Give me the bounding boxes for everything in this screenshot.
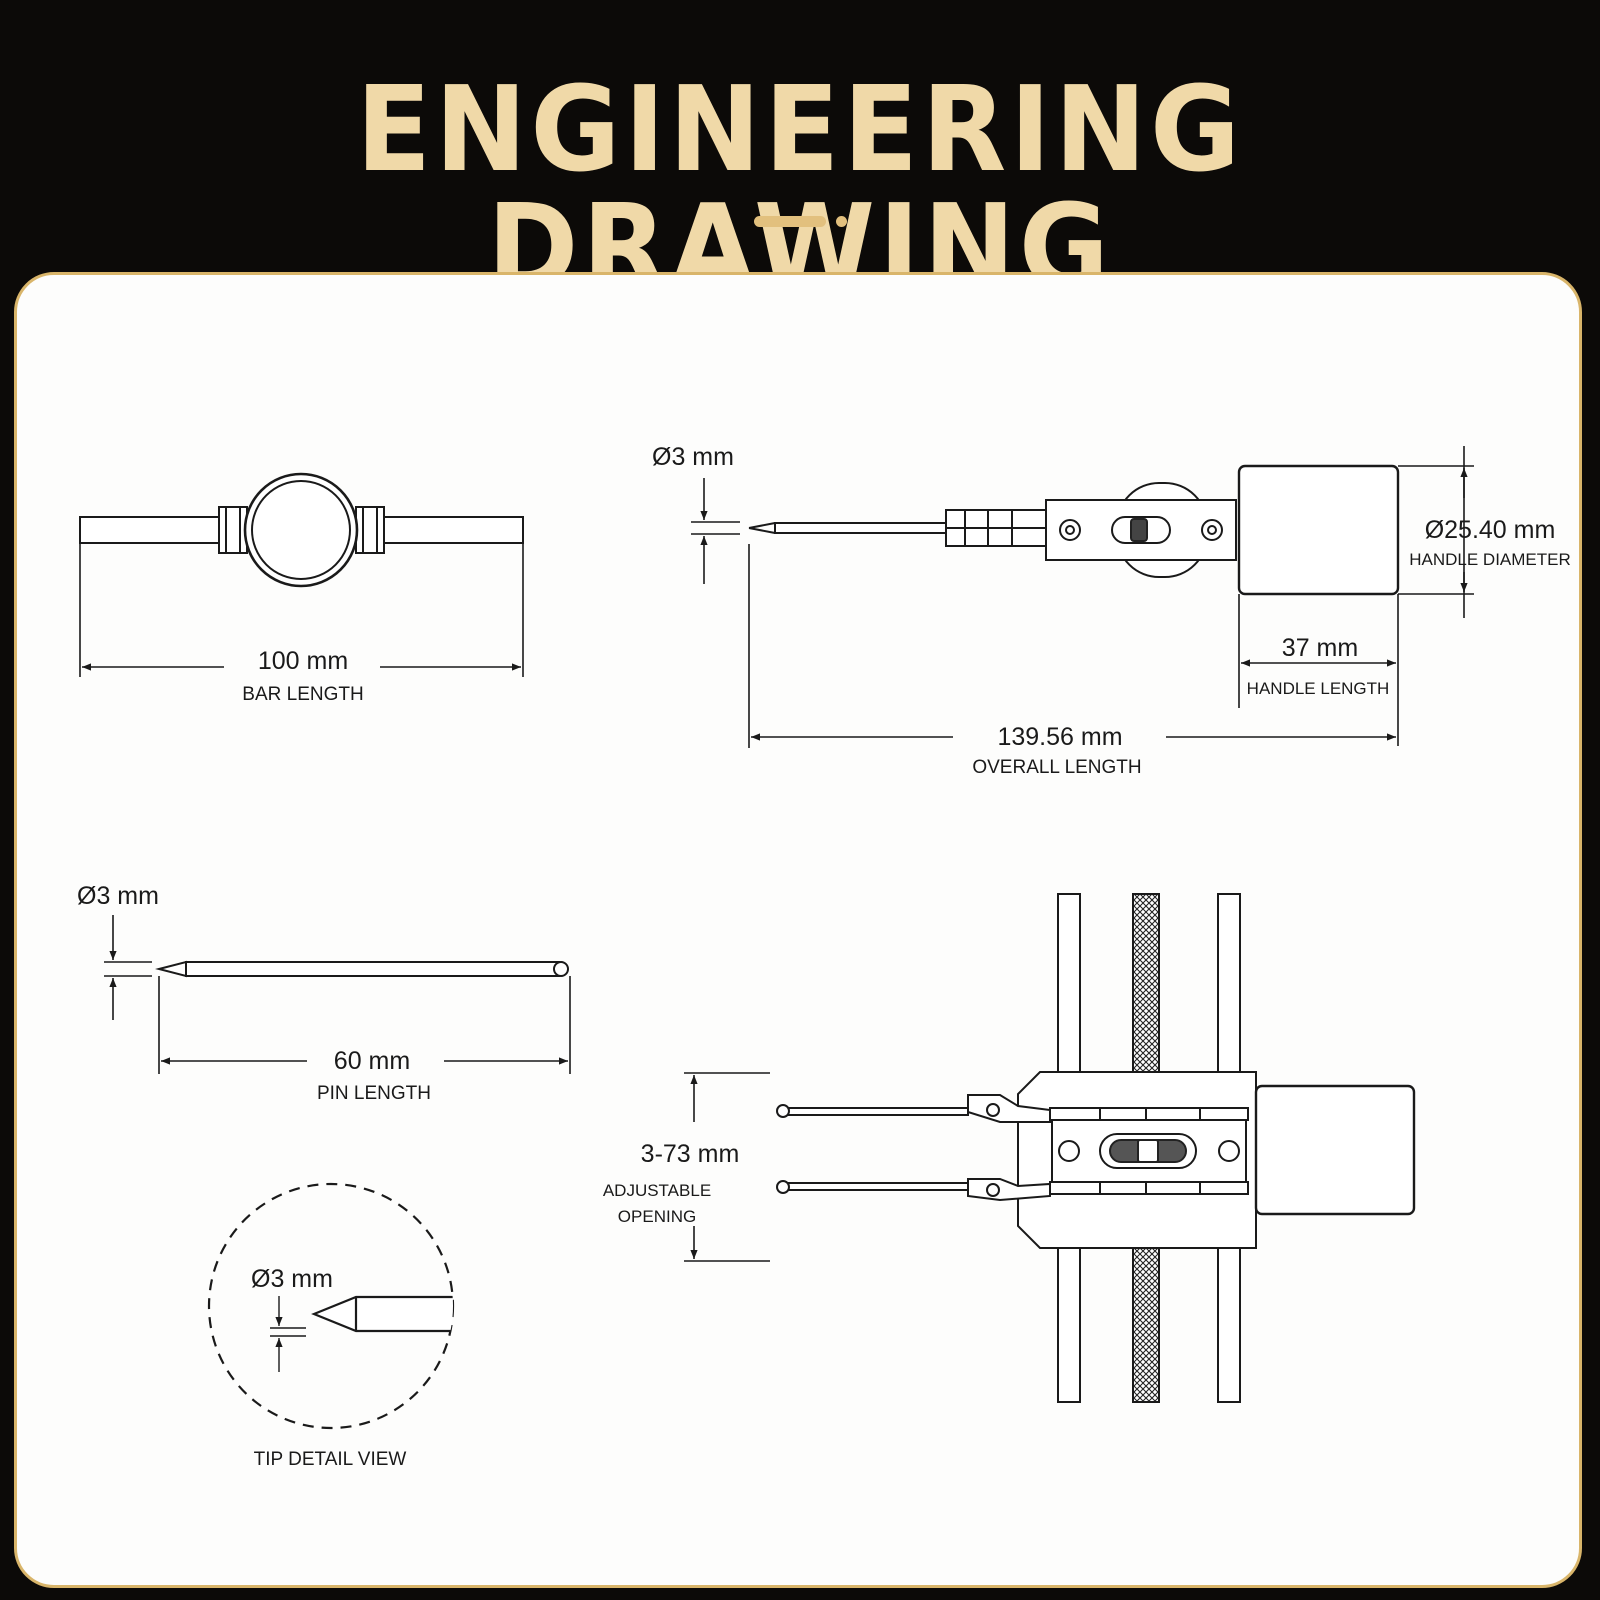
bar-length-label: BAR LENGTH [242,684,363,705]
top-handle [1254,1084,1416,1216]
overall-length-label: OVERALL LENGTH [972,757,1141,778]
opening-label-line1: ADJUSTABLE [603,1181,711,1200]
side-dimensions [691,446,1474,748]
top-view [776,893,1416,1403]
opening-value: 3-73 mm [641,1140,740,1168]
arm-pin-upper [787,1107,969,1116]
channel-lower [1049,1181,1249,1195]
pin-length-value: 60 mm [334,1047,410,1075]
overall-length-value: 139.56 mm [997,723,1122,751]
arm-pin-lower [787,1182,969,1191]
detail-tip-diameter: Ø3 mm [251,1265,333,1293]
opening-label-line2: OPENING [618,1207,696,1226]
bar-length-value: 100 mm [258,647,348,675]
bar-view [79,472,524,588]
handle-length-label: HANDLE LENGTH [1247,679,1390,698]
side-tip-diameter: Ø3 mm [652,443,734,471]
bar-dimension [79,543,524,677]
side-view [748,464,1400,596]
bar-collar-right [355,506,385,554]
detail-caption: TIP DETAIL VIEW [254,1449,407,1470]
header: ENGINEERING DRAWING [0,0,1600,306]
pin-tip-diameter: Ø3 mm [77,882,159,910]
handle-diameter-label: HANDLE DIAMETER [1409,550,1571,569]
detail-tip [311,1295,453,1333]
side-pin [774,522,947,534]
pin-length-label: PIN LENGTH [317,1083,431,1104]
title-accent-dot [836,216,847,227]
top-screw-right [1218,1140,1240,1162]
opening-dimension [684,1072,770,1262]
pin-view [155,960,569,978]
bar-collar-left [218,506,248,554]
channel-upper [1049,1107,1249,1121]
top-screw-left [1058,1140,1080,1162]
bar-wheel-inner [251,480,351,580]
detail-dimensions [270,1296,306,1372]
title-accent-bar [754,216,826,227]
handle-length-value: 37 mm [1282,634,1358,662]
pin-dimensions [104,915,571,1074]
handle-diameter-value: Ø25.40 mm [1425,516,1556,544]
side-handle [1237,464,1400,596]
pin-shaft [185,961,560,977]
